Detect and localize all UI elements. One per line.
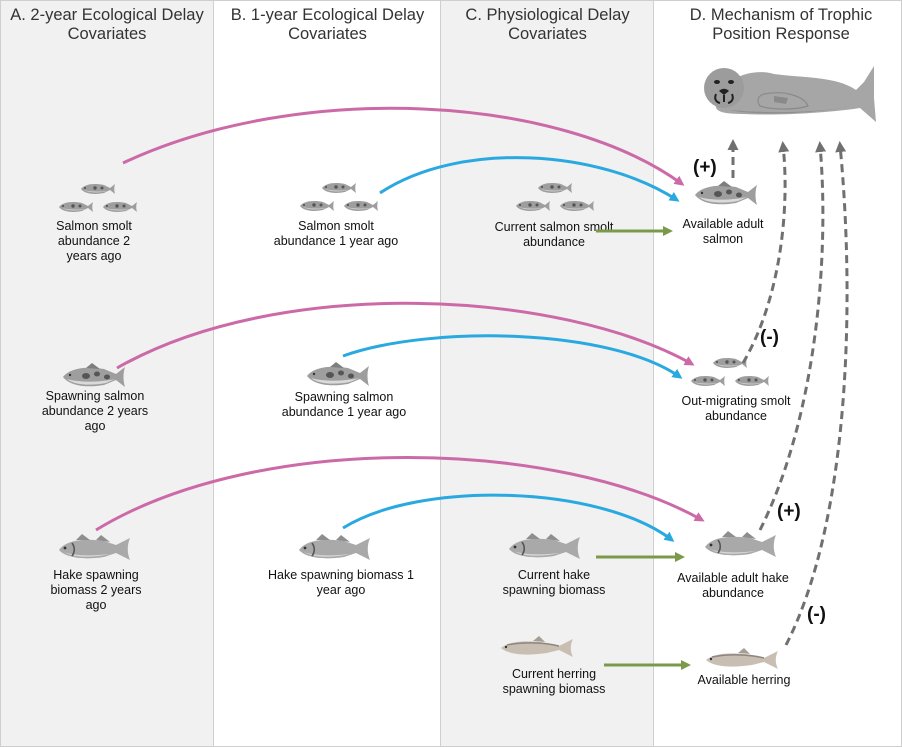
hake-icon <box>704 530 777 558</box>
hake-icon <box>508 532 581 560</box>
arrow-smolt-response <box>741 141 790 364</box>
label-spawning-salmon-1-year: Spawning salmon abundance 1 year ago <box>281 390 407 419</box>
label-available-adult-hake: Available adult hake abundance <box>677 571 789 600</box>
panel-trophic-position-response <box>654 0 902 747</box>
sign-herring: (-) <box>807 604 826 625</box>
herring-icon <box>705 647 779 670</box>
hake-icon <box>58 533 131 561</box>
label-current-smolt: Current salmon smolt abundance <box>494 220 614 249</box>
header-trophic-position-response: D. Mechanism of Trophic Position Respons… <box>689 6 873 43</box>
label-current-hake: Current hake spawning biomass <box>502 568 606 597</box>
arrow-smolt-1-year <box>379 156 680 202</box>
salmon-icon <box>307 362 369 386</box>
arrow-spawning-salmon-2-year <box>116 301 695 370</box>
sign-adult-salmon: (+) <box>693 157 717 178</box>
smolt-icon <box>691 358 769 386</box>
label-smolt-2-years: Salmon smolt abundance 2 years ago <box>56 219 132 263</box>
arrow-spawning-salmon-1-year <box>342 334 683 379</box>
sign-hake: (+) <box>777 501 801 522</box>
seal-icon <box>703 65 877 123</box>
header-2-year-ecological-delay: A. 2-year Ecological Delay Covariates <box>10 6 204 43</box>
label-smolt-1-year: Salmon smolt abundance 1 year ago <box>273 219 399 248</box>
label-hake-1-year: Hake spawning biomass 1 year ago <box>268 568 414 597</box>
label-spawning-salmon-2-years: Spawning salmon abundance 2 years ago <box>41 389 149 433</box>
smolt-icon <box>516 183 594 211</box>
label-hake-2-years: Hake spawning biomass 2 years ago <box>50 568 142 612</box>
label-available-herring: Available herring <box>697 673 791 687</box>
header-physiological-delay: C. Physiological Delay Covariates <box>465 6 630 43</box>
arrow-smolt-2-year <box>122 106 685 186</box>
label-out-migrating-smolt: Out-migrating smolt abundance <box>681 394 791 423</box>
arrow-hake-1-year <box>342 493 675 542</box>
arrow-hake-2-year <box>95 456 705 532</box>
header-1-year-ecological-delay: B. 1-year Ecological Delay Covariates <box>230 6 425 43</box>
salmon-icon <box>63 363 125 387</box>
label-available-adult-salmon: Available adult salmon <box>682 217 764 246</box>
label-current-herring: Current herring spawning biomass <box>502 667 606 696</box>
salmon-icon <box>695 181 757 205</box>
arrow-hake-response <box>758 141 827 531</box>
herring-icon <box>500 635 574 658</box>
arrow-herring-response <box>784 141 849 646</box>
hake-icon <box>298 533 371 561</box>
sign-smolt: (-) <box>760 327 779 348</box>
smolt-icon <box>59 184 137 212</box>
panel-physiological-delay <box>441 0 654 747</box>
smolt-icon <box>300 183 378 211</box>
